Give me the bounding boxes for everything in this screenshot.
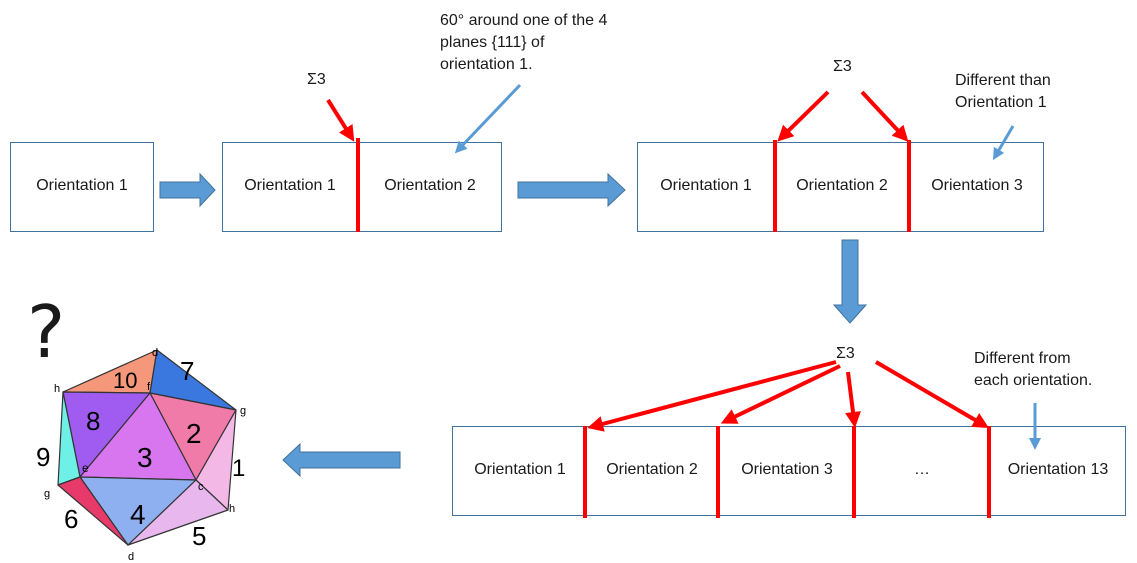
vertex-letter: g [240, 405, 246, 417]
orientation-label: Orientation 13 [1007, 461, 1109, 478]
face-number: 4 [130, 499, 146, 530]
orientation-label: Orientation 1 [36, 177, 128, 194]
sigma3-arrow [326, 98, 355, 142]
sigma3-arrow [587, 360, 837, 432]
face-number: 10 [113, 368, 137, 393]
note-line: Orientation 1 [955, 94, 1047, 111]
face-number: 2 [186, 418, 202, 449]
vertex-letter: d [128, 551, 134, 563]
vertex-letter: g [44, 488, 50, 500]
face-number: 6 [64, 504, 78, 534]
face-5 [127, 479, 229, 546]
note-arrow [454, 83, 522, 154]
face-number: 5 [192, 521, 206, 551]
different-note: Different than Orientation 1 [955, 70, 1051, 114]
orientation-box-3 [637, 142, 1044, 232]
note-line: planes {111} of [440, 34, 545, 51]
sigma3-arrow [874, 360, 989, 429]
note-line: 60° around one of the 4 [440, 12, 608, 29]
flow-arrow-left [282, 442, 401, 478]
face-number: 1 [232, 455, 245, 482]
orientation-label: Orientation 2 [384, 177, 476, 194]
vertex-letter: e [82, 461, 89, 475]
orientation-label: Orientation 3 [741, 461, 833, 478]
note-line: each orientation. [974, 372, 1093, 389]
sigma3-label: Σ3 [307, 71, 326, 88]
orientation-label: Orientation 1 [244, 177, 336, 194]
orientation-box-4 [452, 426, 1126, 516]
face-number: 9 [36, 442, 50, 472]
vertex-letter: h [54, 383, 60, 395]
face-number: 3 [137, 442, 153, 473]
vertex-letter: f [147, 381, 151, 393]
face-number: 8 [86, 406, 100, 436]
sigma3-label: Σ3 [833, 58, 852, 75]
flow-arrow-right [159, 172, 216, 208]
face-number: 7 [180, 356, 194, 386]
orientation-label: Orientation 2 [606, 461, 698, 478]
orientation-box-2 [222, 142, 502, 232]
orientation-box-1 [10, 142, 154, 232]
sigma3-arrow [845, 371, 861, 428]
orientation-label: Orientation 1 [660, 177, 752, 194]
orientation-label: Orientation 3 [931, 177, 1023, 194]
sigma3-arrow [720, 364, 841, 424]
sigma3-label: Σ3 [836, 345, 855, 362]
flow-arrow-right [517, 172, 626, 208]
ellipsis-label: … [914, 461, 930, 478]
face-6 [57, 476, 129, 546]
orientation-label: Orientation 2 [796, 177, 888, 194]
vertex-letter: d [152, 347, 158, 359]
face-10 [62, 349, 158, 394]
note-arrow [992, 125, 1015, 161]
flow-arrow-down [832, 239, 868, 324]
note-line: orientation 1. [440, 56, 533, 73]
note-line: Different from [974, 350, 1071, 367]
rotation-note: 60° around one of the 4 planes {111} of … [440, 10, 607, 76]
orientation-label: Orientation 1 [474, 461, 566, 478]
vertex-letter: c [198, 481, 204, 493]
note-line: Different than [955, 72, 1051, 89]
vertex-letter: h [229, 503, 235, 515]
question-mark: ? [27, 290, 66, 374]
different-note: Different from each orientation. [974, 348, 1092, 392]
sigma3-arrow [777, 90, 830, 142]
sigma3-arrow [860, 90, 909, 142]
